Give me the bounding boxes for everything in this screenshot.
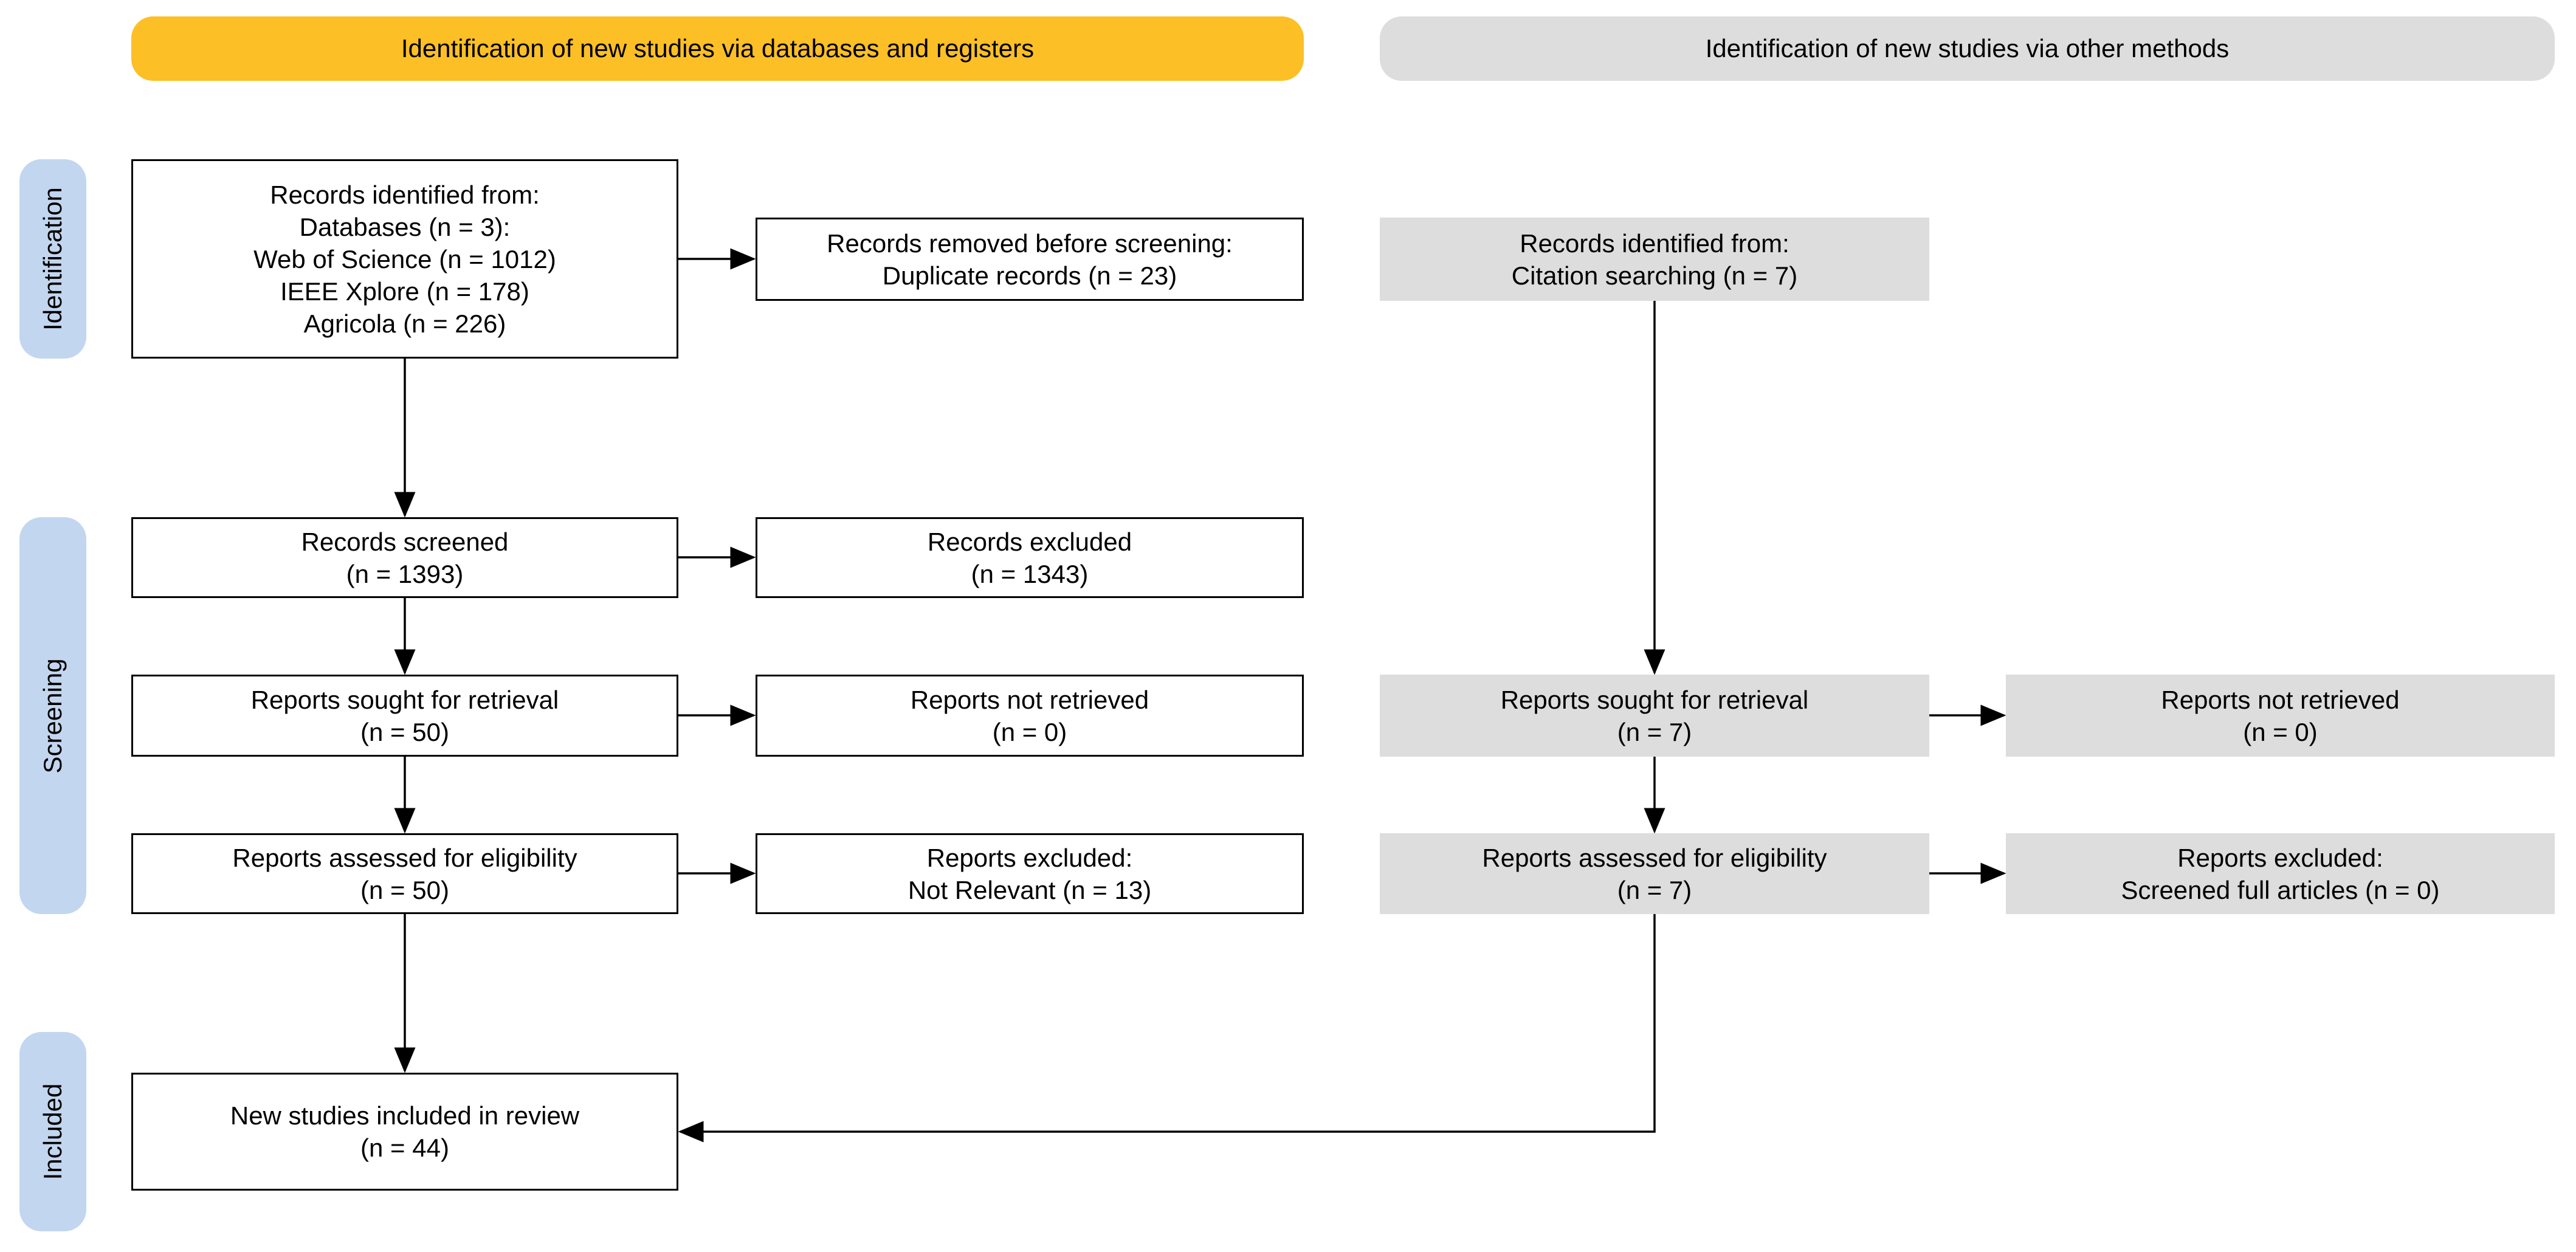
reports-sought-box: Reports sought for retrieval (n = 50) (131, 675, 678, 757)
box-line: Reports sought for retrieval (250, 685, 559, 714)
box-line: (n = 0) (2243, 717, 2318, 746)
box-line: IEEE Xplore (n = 178) (280, 277, 529, 306)
box-line: (n = 1343) (971, 559, 1089, 588)
box-line: (n = 7) (1617, 875, 1692, 904)
box-line: (n = 44) (360, 1133, 449, 1162)
box-line: Reports assessed for eligibility (232, 843, 577, 872)
box-line: Records identified from: (270, 180, 540, 209)
box-line: Reports sought for retrieval (1500, 685, 1809, 714)
box-line: (n = 7) (1617, 717, 1692, 746)
box-line: Records excluded (927, 527, 1132, 556)
stage-identification: Identification (19, 159, 86, 359)
box-line: Web of Science (n = 1012) (253, 244, 556, 273)
box-line: Agricola (n = 226) (303, 309, 506, 338)
studies-included-box: New studies included in review (n = 44) (131, 1073, 678, 1191)
records-removed-box: Records removed before screening: Duplic… (756, 218, 1304, 301)
other-methods-header-label: Identification of new studies via other … (1705, 34, 2230, 63)
stage-included: Included (19, 1032, 86, 1231)
other-reports-assessed-box: Reports assessed for eligibility (n = 7) (1380, 833, 1929, 914)
reports-not-retrieved-box: Reports not retrieved (n = 0) (756, 675, 1304, 757)
box-line: Records removed before screening: (827, 229, 1233, 258)
other-reports-not-retrieved-box: Reports not retrieved (n = 0) (2006, 675, 2555, 757)
reports-excluded-box: Reports excluded: Not Relevant (n = 13) (756, 833, 1304, 914)
citation-identified-box: Records identified from: Citation search… (1380, 218, 1929, 301)
box-line: Duplicate records (n = 23) (882, 261, 1177, 290)
box-line: Reports assessed for eligibility (1482, 843, 1827, 872)
box-line: (n = 1393) (346, 559, 464, 588)
box-line: Citation searching (n = 7) (1511, 261, 1798, 290)
databases-header: Identification of new studies via databa… (131, 16, 1304, 81)
box-line: Screened full articles (n = 0) (2121, 875, 2440, 904)
box-line: (n = 50) (360, 875, 449, 904)
records-identified-box: Records identified from: Databases (n = … (131, 159, 678, 359)
stage-screening: Screening (19, 517, 86, 914)
box-line: (n = 50) (360, 717, 449, 746)
box-line: Reports not retrieved (910, 685, 1149, 714)
reports-assessed-box: Reports assessed for eligibility (n = 50… (131, 833, 678, 914)
box-line: Reports excluded: (2177, 843, 2383, 872)
box-line: (n = 0) (992, 717, 1067, 746)
box-line: Records screened (301, 527, 509, 556)
records-screened-box: Records screened (n = 1393) (131, 517, 678, 598)
box-line: New studies included in review (230, 1101, 580, 1130)
records-excluded-box: Records excluded (n = 1343) (756, 517, 1304, 598)
arrow-other-to-included (678, 914, 1656, 1143)
databases-header-label: Identification of new studies via databa… (401, 34, 1035, 63)
other-reports-excluded-box: Reports excluded: Screened full articles… (2006, 833, 2555, 914)
other-reports-sought-box: Reports sought for retrieval (n = 7) (1380, 675, 1929, 757)
box-line: Reports excluded: (926, 843, 1133, 872)
box-line: Not Relevant (n = 13) (907, 875, 1152, 904)
box-line: Records identified from: (1520, 229, 1789, 258)
other-methods-header: Identification of new studies via other … (1380, 16, 2555, 81)
box-line: Databases (n = 3): (299, 212, 511, 241)
box-line: Reports not retrieved (2161, 685, 2400, 714)
